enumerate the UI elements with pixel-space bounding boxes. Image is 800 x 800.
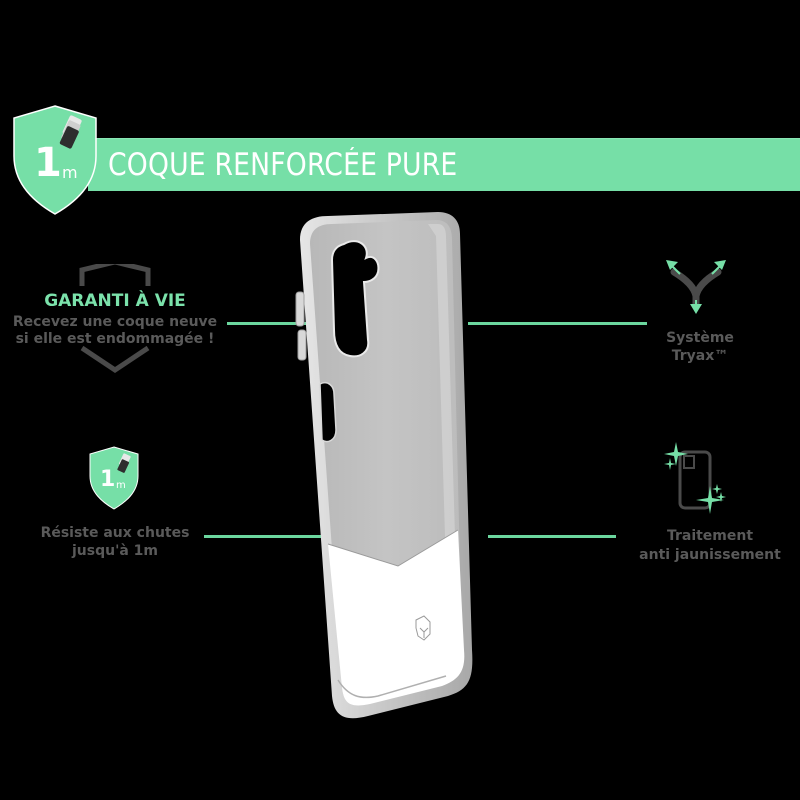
warranty-line-2: si elle est endommagée ! bbox=[15, 331, 215, 347]
warranty-heading: GARANTI À VIE bbox=[44, 291, 186, 311]
badge-number: 1 bbox=[34, 140, 62, 186]
tryax-connector-line bbox=[468, 322, 647, 325]
warranty-line-1: Recevez une coque neuve bbox=[12, 314, 218, 330]
drop-shield-icon: 1 m bbox=[89, 446, 139, 510]
warranty-connector-line bbox=[227, 322, 311, 325]
drop-line-2: jusqu'à 1m bbox=[71, 543, 159, 559]
drop-line-1: Résiste aux chutes bbox=[40, 525, 190, 541]
tryax-line-1: Système bbox=[666, 330, 734, 346]
title-banner bbox=[88, 138, 800, 191]
page-title: COQUE RENFORCÉE PURE bbox=[108, 147, 458, 183]
brand-logo-icon bbox=[415, 615, 431, 641]
svg-text:1: 1 bbox=[100, 467, 115, 492]
drop-test-shield-icon: 1 m bbox=[13, 105, 97, 215]
tryax-line-2: Tryax™ bbox=[671, 348, 729, 364]
tryax-arrows-icon bbox=[666, 260, 726, 314]
clear-phone-case-image bbox=[295, 212, 473, 719]
badge-unit: m bbox=[62, 163, 78, 182]
svg-text:m: m bbox=[116, 480, 126, 491]
drop-connector-line bbox=[204, 535, 334, 538]
sparkle-phone-icon bbox=[664, 442, 726, 514]
volume-button-bump bbox=[295, 291, 305, 327]
antiyellow-line-1: Traitement bbox=[666, 528, 754, 544]
antiyellow-line-2: anti jaunissement bbox=[639, 547, 781, 563]
side-cutout bbox=[319, 382, 337, 443]
power-button-bump bbox=[297, 329, 307, 361]
shield-outline-icon bbox=[79, 264, 151, 374]
antiyellow-connector-line bbox=[488, 535, 616, 538]
camera-cutout bbox=[330, 240, 380, 358]
